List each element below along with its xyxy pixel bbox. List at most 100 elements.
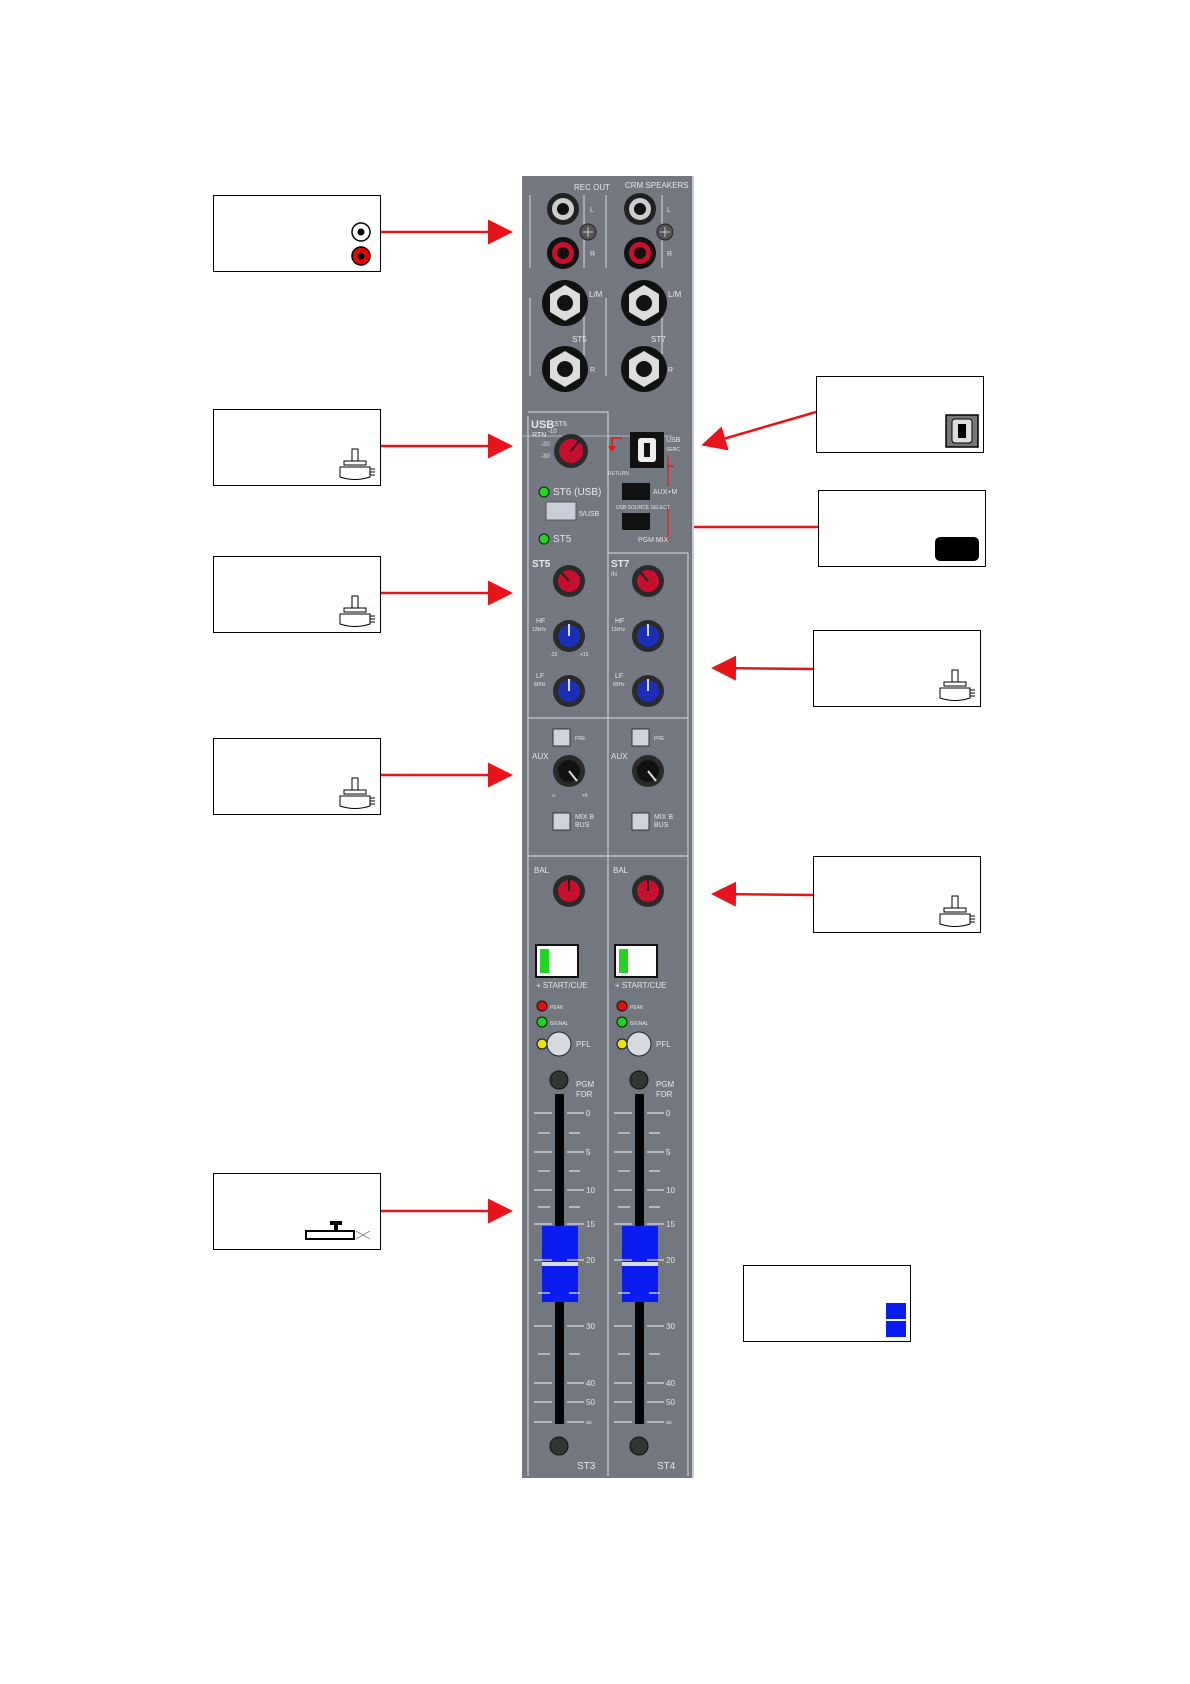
st5-aux-knob[interactable] (553, 755, 585, 787)
usb-side-label: USB (666, 437, 681, 444)
st7-channel-label: ST7 (611, 559, 630, 570)
callout-usb-rtn-gain (213, 409, 381, 486)
crm-l-jack[interactable] (624, 193, 656, 225)
callout-usb-port (816, 376, 984, 453)
st7-pre-label: PRE (654, 736, 665, 742)
usb-source-select-label: USB SOURCE SELECT (616, 505, 670, 511)
st7-r-jack[interactable] (621, 346, 667, 392)
rec-out-l-jack[interactable] (547, 193, 579, 225)
st7-signal-led (616, 1016, 628, 1028)
st7-pre-button[interactable] (631, 728, 650, 747)
st5-peak-label: PEAK (550, 1005, 564, 1011)
st5-start-cue-button[interactable] (535, 944, 579, 978)
st5-pfl-button[interactable] (546, 1031, 572, 1057)
st7-pfl-label: PFL (656, 1040, 671, 1049)
st7-aux-label: AUX (611, 752, 628, 761)
st7-aux-knob[interactable] (632, 755, 664, 787)
st5-pgm-label: PGM (576, 1080, 595, 1089)
mixer-strip: REC OUT CRM SPEAKERS L L R R L/M L/M ST5… (522, 176, 694, 1478)
usb-b-port-icon (945, 414, 979, 448)
crm-r-jack[interactable] (624, 237, 656, 269)
st6-usb-led (538, 486, 550, 498)
scale-label: 10 (586, 1186, 595, 1195)
st7-fader-knob[interactable] (622, 1226, 658, 1302)
st7-hf-label: HF (615, 618, 624, 625)
st5-mix-b-label: MIX B (575, 814, 594, 821)
st7-signal-label: SIGNAL (630, 1021, 649, 1027)
st5-bal-knob[interactable] (553, 875, 585, 907)
st5-lf-knob[interactable] (553, 675, 585, 707)
callout-usb-source-select (818, 490, 986, 567)
rec-out-label: REC OUT (574, 183, 610, 192)
st7-lm-label: L/M (668, 290, 682, 299)
st5-jack-label: ST5 (572, 335, 587, 344)
callout-st5-gain (213, 556, 381, 633)
usb-label: USB (531, 419, 554, 431)
callout-aux (213, 738, 381, 815)
st6-small-label: ST6 (554, 421, 567, 428)
st7-in-label: IN (611, 572, 617, 578)
st7-start-cue-button[interactable] (614, 944, 658, 978)
usb-rtn-gain-knob[interactable] (554, 434, 588, 468)
5-usb-label: 5/USB (579, 511, 600, 518)
st5-l-jack[interactable] (542, 280, 588, 326)
rca-jack-icon (351, 222, 371, 266)
st7-lf-knob[interactable] (632, 675, 664, 707)
pgm-mix-label: PGM MIX (638, 537, 669, 544)
st5-peak-led (536, 1000, 548, 1012)
return-label: RETURN (608, 471, 629, 477)
scale-label: 0 (666, 1109, 671, 1118)
st7-peak-led (616, 1000, 628, 1012)
st7-mix-b-button[interactable] (631, 812, 650, 831)
callout-fader (213, 1173, 381, 1250)
screw-icon (549, 1436, 569, 1456)
st7-mix-b-label: MIX B (654, 814, 673, 821)
tick-label: -20 (541, 442, 550, 448)
rec-r-label: R (590, 251, 595, 258)
st5-pre-label: PRE (575, 736, 586, 742)
crm-r-label: R (667, 251, 672, 258)
st7-bus-label: BUS (654, 822, 669, 829)
scale-label: 15 (666, 1220, 675, 1229)
st5-gain-knob[interactable] (553, 565, 585, 597)
st7-hf-knob[interactable] (632, 620, 664, 652)
st7-l-jack[interactable] (621, 280, 667, 326)
fader-icon (305, 1221, 371, 1240)
st5-channel-label: ST5 (532, 559, 551, 570)
st5-led (538, 533, 550, 545)
aux-m-label: AUX+M (653, 489, 677, 496)
st5-lm-label: L/M (589, 290, 603, 299)
usb-serc-label: SERC (666, 447, 680, 453)
potentiometer-icon (939, 895, 975, 927)
st5-mix-b-button[interactable] (552, 812, 571, 831)
st5-pre-button[interactable] (552, 728, 571, 747)
st7-r-label: R (668, 367, 673, 374)
st7-gain-knob[interactable] (632, 565, 664, 597)
5-usb-button[interactable] (545, 501, 577, 521)
pgm-mix-button[interactable] (622, 513, 650, 530)
aux-m-button[interactable] (622, 483, 650, 500)
st5-r-jack[interactable] (542, 346, 588, 392)
tick-label: -30 (541, 454, 550, 460)
rtn-label: RTN (532, 432, 546, 439)
rec-out-r-jack[interactable] (547, 237, 579, 269)
st5-bus-label: BUS (575, 822, 590, 829)
st5-fdr-label: FDR (576, 1090, 593, 1099)
st7-pfl-button[interactable] (626, 1031, 652, 1057)
st7-fdr-label: FDR (656, 1090, 673, 1099)
scale-label: 30 (586, 1322, 595, 1331)
screw-icon (579, 223, 597, 241)
usb-b-port-icon[interactable] (630, 432, 664, 468)
fader-knob-icon (886, 1303, 906, 1337)
screw-icon (629, 1070, 649, 1090)
scale-label: 20 (586, 1256, 595, 1265)
st5-hf-knob[interactable] (553, 620, 585, 652)
st7-bal-knob[interactable] (632, 875, 664, 907)
callout-eq (813, 630, 981, 707)
st5-pfl-label: PFL (576, 1040, 591, 1049)
callout-rec-out (213, 195, 381, 272)
tick-label: +6 (582, 793, 588, 799)
st5-fader-knob[interactable] (542, 1226, 578, 1302)
st3-label: ST3 (577, 1461, 596, 1472)
